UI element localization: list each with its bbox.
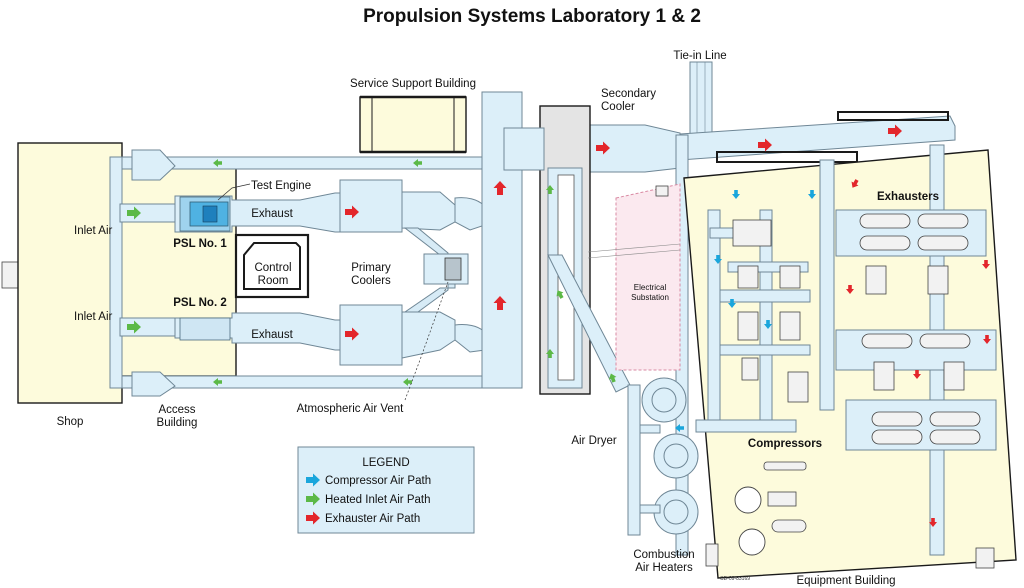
legend-item-exhauster: Exhauster Air Path [306,511,420,525]
legend-item-label: Exhauster Air Path [325,513,420,525]
combustion-air-heaters-label-line1: Combustion [633,549,694,561]
control-room-label-line1: Control [254,262,291,274]
exhaust-label-psl1: Exhaust [251,208,293,220]
inlet-air-label-psl1: Inlet Air [74,225,113,237]
equipment-building-label: Equipment Building [796,575,895,587]
page-title: Propulsion Systems Laboratory 1 & 2 [363,6,701,27]
service-support-building [359,95,467,154]
electrical-substation [587,183,681,371]
electrical-substation-label-line2: Substation [631,293,669,302]
drawing-number: CD-09-83169 [720,576,750,582]
tie-in-line-label: Tie-in Line [673,50,726,62]
inlet-air-label-psl2: Inlet Air [74,311,113,323]
combustion-air-heaters-label-line2: Air Heaters [635,562,693,574]
service-support-building-label: Service Support Building [350,78,476,90]
exhaust-label-psl2: Exhaust [251,329,293,341]
test-engine-label: Test Engine [251,180,311,192]
control-room [234,233,310,299]
legend: LEGEND Compressor Air Path Heated Inlet … [297,446,475,534]
access-building-label-line2: Building [157,417,198,429]
legend-title: LEGEND [362,457,409,469]
psl-no-1-label: PSL No. 1 [173,238,227,250]
psl-no-2-label: PSL No. 2 [173,297,226,309]
exhausters-label: Exhausters [877,191,939,203]
equipment-building [683,144,1017,579]
primary-coolers-label-line1: Primary [351,262,391,274]
leader-lines [217,183,449,401]
air-dryer-line [547,254,699,536]
legend-item-compressor: Compressor Air Path [306,473,431,487]
control-room-label-line2: Room [258,275,289,287]
diagram-labels: Tie-in Line Service Support Building Sec… [57,50,939,587]
psl1-test-cell [174,192,341,233]
shop-building [1,142,123,404]
legend-item-label: Heated Inlet Air Path [325,494,430,506]
shop-label: Shop [57,416,84,428]
tie-in-line [689,61,713,143]
legend-item-heated-inlet: Heated Inlet Air Path [306,492,430,506]
legend-item-label: Compressor Air Path [325,475,431,487]
air-dryer-label: Air Dryer [571,435,617,447]
electrical-substation-label-line1: Electrical [634,283,667,292]
primary-coolers [339,179,489,366]
access-building-label-line1: Access [158,404,195,416]
secondary-cooler-label-line2: Cooler [601,101,635,113]
primary-coolers-label-line2: Coolers [351,275,391,287]
compressors-label: Compressors [748,438,822,450]
atmospheric-air-vent-label: Atmospheric Air Vent [297,403,405,415]
secondary-cooler-label-line1: Secondary [601,88,656,100]
